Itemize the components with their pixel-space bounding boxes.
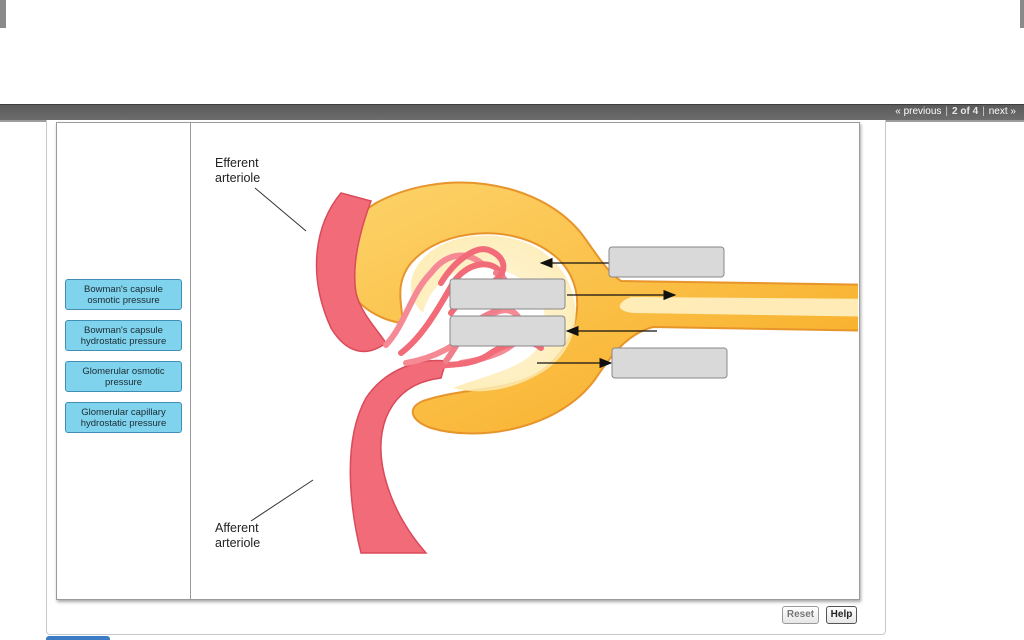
label-glomerular-osmotic-pressure[interactable]: Glomerular osmotic pressure bbox=[65, 361, 182, 392]
bowmans-capsule-shape bbox=[338, 181, 858, 435]
labeling-activity: Bowman's capsule osmotic pressure Bowman… bbox=[56, 122, 860, 600]
glomerulus-diagram: Efferent arteriole Afferent arteriole bbox=[215, 156, 858, 554]
efferent-label-line1: Efferent bbox=[215, 156, 259, 170]
pager-separator: | bbox=[982, 106, 985, 117]
capsule-space bbox=[410, 235, 576, 392]
previous-link[interactable]: « previous bbox=[895, 106, 942, 117]
efferent-arteriole-vessel bbox=[315, 192, 388, 353]
next-link[interactable]: next » bbox=[988, 106, 1016, 117]
afferent-label-line2: arteriole bbox=[215, 536, 260, 550]
label-bowmans-capsule-hydrostatic-pressure[interactable]: Bowman's capsule hydrostatic pressure bbox=[65, 320, 182, 351]
bottom-tab[interactable] bbox=[46, 636, 110, 640]
efferent-label-line2: arteriole bbox=[215, 171, 260, 185]
help-button[interactable]: Help bbox=[826, 606, 857, 624]
afferent-label-line1: Afferent bbox=[215, 521, 259, 535]
page-indicator: 2 of 4 bbox=[952, 106, 979, 117]
efferent-leader-line bbox=[254, 187, 307, 232]
drop-target-1[interactable] bbox=[608, 246, 725, 278]
drop-target-2[interactable] bbox=[449, 278, 566, 310]
label-bank: Bowman's capsule osmotic pressure Bowman… bbox=[57, 123, 191, 599]
activity-header-bar bbox=[0, 104, 1024, 121]
tubule-lumen bbox=[619, 297, 858, 317]
pager: « previous | 2 of 4 | next » bbox=[895, 104, 1016, 120]
drop-target-4[interactable] bbox=[611, 347, 728, 379]
window-edge-right bbox=[1020, 0, 1024, 28]
pager-separator: | bbox=[945, 106, 949, 117]
window-edge-left bbox=[0, 0, 6, 28]
afferent-arteriole-vessel bbox=[349, 359, 447, 554]
reset-button[interactable]: Reset bbox=[782, 606, 819, 624]
drop-target-3[interactable] bbox=[449, 315, 566, 347]
label-glomerular-capillary-hydrostatic-pressure[interactable]: Glomerular capillary hydrostatic pressur… bbox=[65, 402, 182, 433]
label-bowmans-capsule-osmotic-pressure[interactable]: Bowman's capsule osmotic pressure bbox=[65, 279, 182, 310]
afferent-leader-line bbox=[250, 479, 314, 522]
